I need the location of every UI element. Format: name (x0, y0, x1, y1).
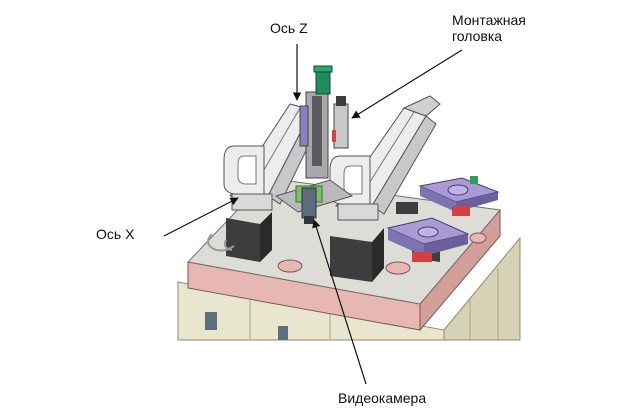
red-clamp (452, 206, 470, 216)
cabinet-latch (205, 312, 217, 330)
camera-label: Видеокамера (338, 390, 427, 406)
mounting-head-label: Монтажная головка (452, 12, 526, 44)
callout-camera (312, 219, 367, 385)
red-clamp (412, 252, 432, 262)
plate-hole (385, 261, 411, 275)
video-camera (301, 187, 317, 219)
mounting-head-label-line1: Монтажная (452, 12, 526, 28)
callout-mount-head (351, 49, 463, 119)
plate-hole (277, 259, 303, 273)
callout-x-axis (163, 197, 239, 237)
right-rail (329, 95, 441, 221)
z-axis-label: Ось Z (270, 20, 308, 36)
cables (207, 233, 235, 252)
mounting-head-label-line2: головка (452, 28, 503, 44)
z-motor (315, 69, 331, 95)
mounting-head (333, 103, 349, 149)
work-tables (386, 176, 500, 262)
x-axis-label: Ось X (96, 226, 135, 242)
gantry (274, 65, 354, 224)
plate-hole (469, 232, 487, 244)
cabinet-latch (278, 326, 288, 340)
